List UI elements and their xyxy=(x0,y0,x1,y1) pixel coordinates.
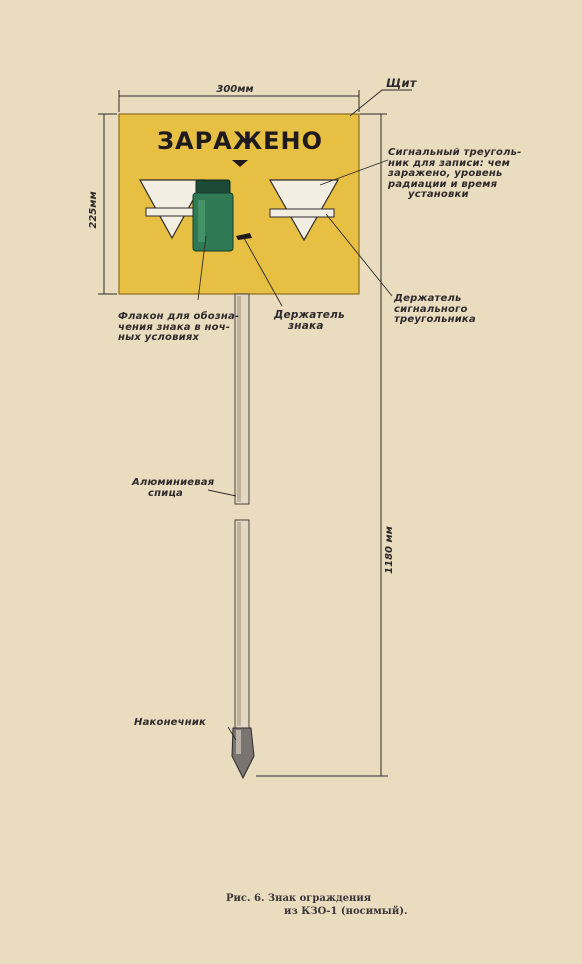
triangles-label-line: заражено, уровень xyxy=(388,168,503,179)
triangles-label-line: радиации и время xyxy=(388,178,498,190)
sign-holder-label-line: знака xyxy=(288,320,324,333)
rod-label-line: Алюминиевая xyxy=(132,477,215,488)
leader-lines xyxy=(197,89,412,741)
sign-holder-label-line: Держатель xyxy=(274,309,345,321)
vial-label-line: чения знака в ноч- xyxy=(118,321,231,333)
width-dim-label: 300мм xyxy=(216,84,253,95)
height-dimension xyxy=(98,113,117,295)
night-vial xyxy=(192,179,234,252)
length-dim-label: 1180 мм xyxy=(384,526,395,574)
vial-label: Флакон для обозна- чения знака в ноч- ны… xyxy=(118,311,240,344)
caption-line-1: Рис. 6. Знак ограждения xyxy=(226,893,372,904)
triangles-label-line: Сигнальный треуголь- xyxy=(388,147,522,158)
shield-label: Щит xyxy=(386,76,417,90)
sign-word: ЗАРАЖЕНО xyxy=(157,127,323,155)
bottom-holder-mark xyxy=(236,233,252,240)
triangle-holder-label-line: треугольника xyxy=(394,314,476,325)
rod-label: Алюминиевая спица xyxy=(132,477,215,499)
top-holder-mark xyxy=(232,160,248,167)
triangle-holder-label-line: сигнального xyxy=(394,303,468,315)
triangle-holder-label: Держатель сигнального треугольника xyxy=(394,293,476,326)
vial-label-line: ных условиях xyxy=(118,332,200,343)
pole-upper-shade xyxy=(237,296,241,502)
rod-label-line: спица xyxy=(148,487,184,499)
pole-lower-shade xyxy=(237,522,241,726)
figure-caption: Рис. 6. Знак ограждения из КЗО-1 (носимы… xyxy=(226,893,407,918)
triangles-label: Сигнальный треуголь- ник для записи: чем… xyxy=(388,147,522,201)
pole-tip xyxy=(231,727,255,780)
triangles-label-line: ник для записи: чем xyxy=(388,157,510,169)
tip-label: Наконечник xyxy=(134,717,207,728)
sign-holder-label: Держатель знака xyxy=(274,309,345,333)
vial-label-line: Флакон для обозна- xyxy=(118,311,240,322)
length-dimension xyxy=(256,113,388,777)
height-dim-label: 225мм xyxy=(88,191,99,228)
triangles-label-line: установки xyxy=(408,189,469,200)
pole-tip-shade xyxy=(236,730,241,754)
caption-line-2: из КЗО-1 (носимый). xyxy=(284,905,408,917)
triangle-holder-label-line: Держатель xyxy=(394,293,462,304)
right-triangle-holder xyxy=(269,208,335,218)
